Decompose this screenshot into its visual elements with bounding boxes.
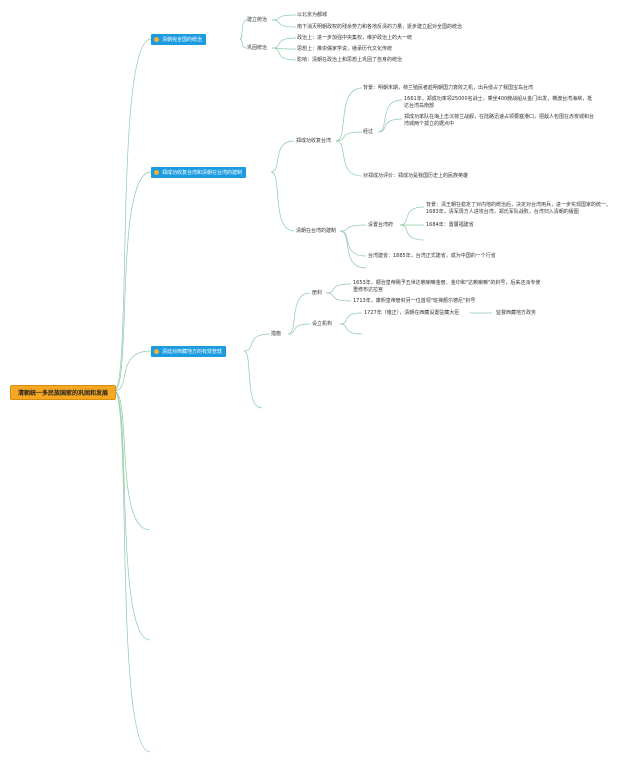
node-feng-1653[interactable]: 1653年，顺治皇帝赐予五世达赖喇嘛金册、金印和"达赖喇嘛"的封号，后来还派专使… xyxy=(353,280,541,293)
node-consolidate[interactable]: 巩固统治 xyxy=(247,45,268,51)
connector xyxy=(325,283,352,294)
branch-taiwan[interactable]: 郑成功收复台湾和清朝在台湾的建制 xyxy=(151,167,247,178)
topic-icon xyxy=(154,349,159,354)
connector xyxy=(287,292,311,335)
node-feng[interactable]: 册封 xyxy=(312,290,323,296)
connector xyxy=(239,38,248,49)
connector xyxy=(335,87,363,142)
connector xyxy=(243,350,263,409)
node-feng-1713[interactable]: 1713年，康熙皇帝册封另一位首领"班禅额尔德尼"封号 xyxy=(353,298,476,304)
node-qing-taiwan[interactable]: 清朝在台湾的建制 xyxy=(296,228,337,234)
node-process-1661[interactable]: 1661年，郑成功率领25000名战士，乘坐400艘战船从金门出发，横渡台湾海峡… xyxy=(404,96,593,109)
node-she[interactable]: 设立机构 xyxy=(312,321,333,327)
node-taiwan-province[interactable]: 台湾建省：1885年，台湾正式建省，成为中国的一个行省 xyxy=(368,253,496,259)
connector xyxy=(271,19,297,28)
connector xyxy=(339,312,363,325)
branch-tibet[interactable]: 清廷对西藏地方的有效管辖 xyxy=(151,346,227,357)
node-capital[interactable]: 以北京为都城 xyxy=(297,12,328,18)
connector xyxy=(239,19,248,40)
node-zheng-recover[interactable]: 郑成功收复台湾 xyxy=(296,138,332,144)
node-zheng-evaluation[interactable]: 对郑成功评价：郑成功是我国历史上的民族英雄 xyxy=(363,173,469,179)
connector xyxy=(377,99,403,133)
node-she-note[interactable]: 监督西藏地方政务 xyxy=(496,310,537,316)
connector xyxy=(339,230,367,257)
node-establish-rule[interactable]: 建立统治 xyxy=(247,17,268,23)
node-1684[interactable]: 1684年：置厦福建省 xyxy=(426,222,474,228)
node-zheng-process[interactable]: 经过 xyxy=(363,129,374,135)
branch-label: 清朝完全国的统治 xyxy=(162,37,203,43)
node-zheng-background[interactable]: 背景：明朝末期，荷兰殖民者趁明朝国力衰败之机，出兵侵占了我国宝岛台湾 xyxy=(363,85,534,91)
root-connector xyxy=(113,171,152,392)
branch-label: 清廷对西藏地方的有效管辖 xyxy=(162,349,223,355)
connector xyxy=(270,171,295,232)
connector xyxy=(325,292,352,302)
node-taiwan-prefecture[interactable]: 设置台湾府 xyxy=(368,222,394,228)
empty-branch-connector xyxy=(113,390,151,753)
node-process-battle[interactable]: 郑成功率队在海上击沉荷兰战舰，在陆路迅速占领要塞港口，把敌人包围在赤炭城和台湾城… xyxy=(404,114,595,127)
connector xyxy=(270,140,295,173)
node-she-1727[interactable]: 1727年（雍正），清朝在西藏设置驻藏大臣 xyxy=(364,310,460,316)
connector xyxy=(271,14,297,21)
empty-branch-connector xyxy=(113,390,151,641)
connector xyxy=(339,323,363,335)
connector xyxy=(287,323,311,335)
branch-label: 郑成功收复台湾和清朝在台湾的建制 xyxy=(162,170,243,176)
connector xyxy=(377,118,403,133)
node-thought[interactable]: 思想上：推崇儒家学说，继承历代文化传统 xyxy=(297,46,393,52)
connector xyxy=(399,206,425,226)
root-connector xyxy=(113,350,152,392)
connector xyxy=(271,47,297,61)
topic-icon xyxy=(154,37,159,42)
node-unify[interactable]: 南下消灭明朝政权的残余势力和各地反清的力量，逐步建立起对全国的统治 xyxy=(297,24,463,30)
root-label: 清朝统一多民族国家的巩固和发展 xyxy=(17,390,108,397)
empty-branch-connector xyxy=(113,390,151,531)
branch-qing-rule[interactable]: 清朝完全国的统治 xyxy=(151,34,207,45)
connector xyxy=(335,140,363,177)
node-measures[interactable]: 措施 xyxy=(271,331,282,337)
connector xyxy=(271,37,297,49)
node-influence[interactable]: 影响：清朝在政治上和思想上巩固了自身的统治 xyxy=(297,57,403,63)
connector xyxy=(335,131,363,142)
connector xyxy=(339,230,367,269)
node-taiwan-background[interactable]: 背景：清王朝在稳定了对内地的统治后，决定对台湾用兵，进一步实现国家的统一。168… xyxy=(426,202,612,215)
connector xyxy=(399,224,425,241)
root-connector xyxy=(113,38,152,392)
connector xyxy=(339,224,367,232)
topic-icon xyxy=(154,170,159,175)
root-node[interactable]: 清朝统一多民族国家的巩固和发展 xyxy=(10,385,116,400)
node-politics[interactable]: 政治上：进一步加强中央集权，维护政治上的大一统 xyxy=(297,35,413,41)
connector xyxy=(243,333,271,352)
